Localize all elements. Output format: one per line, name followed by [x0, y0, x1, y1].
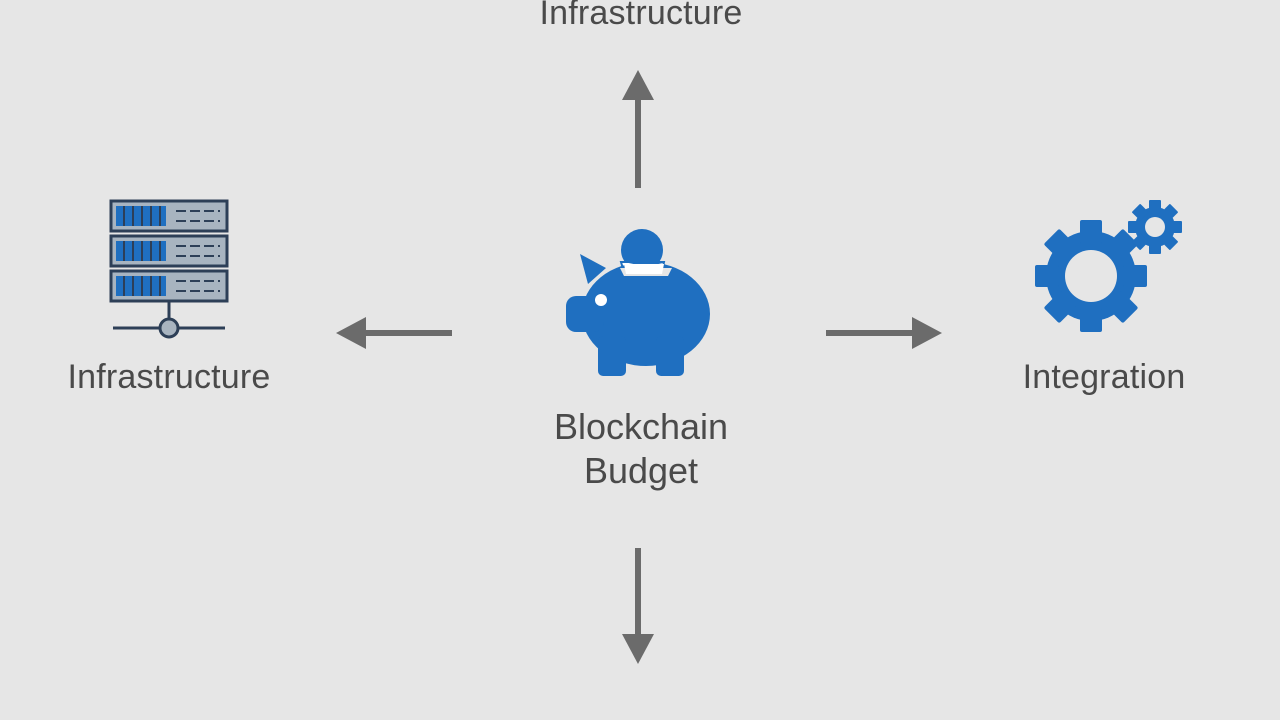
arrow-right — [826, 317, 942, 349]
server-unit-top — [109, 199, 229, 233]
server-rack-icon — [109, 199, 229, 339]
arrow-up — [622, 70, 654, 188]
small-gear-icon — [1128, 200, 1182, 254]
network-connector — [113, 301, 225, 339]
large-gear-icon — [1035, 220, 1147, 332]
node-left-label: Infrastructure — [67, 358, 271, 396]
center-label: Blockchain Budget — [491, 405, 791, 493]
arrow-down — [622, 548, 654, 664]
piggy-body — [566, 254, 710, 376]
center-label-line-1: Blockchain — [553, 406, 729, 447]
piggy-eye — [595, 294, 607, 306]
center-label-line-2: Budget — [583, 450, 699, 491]
gears-icon — [1035, 200, 1182, 332]
server-unit-middle — [109, 234, 229, 268]
arrow-left — [336, 317, 452, 349]
piggy-bank-icon — [566, 229, 710, 376]
server-unit-bottom — [109, 269, 229, 303]
node-right-label: Integration — [1022, 358, 1186, 396]
node-top-label: Infrastructure — [539, 0, 743, 32]
